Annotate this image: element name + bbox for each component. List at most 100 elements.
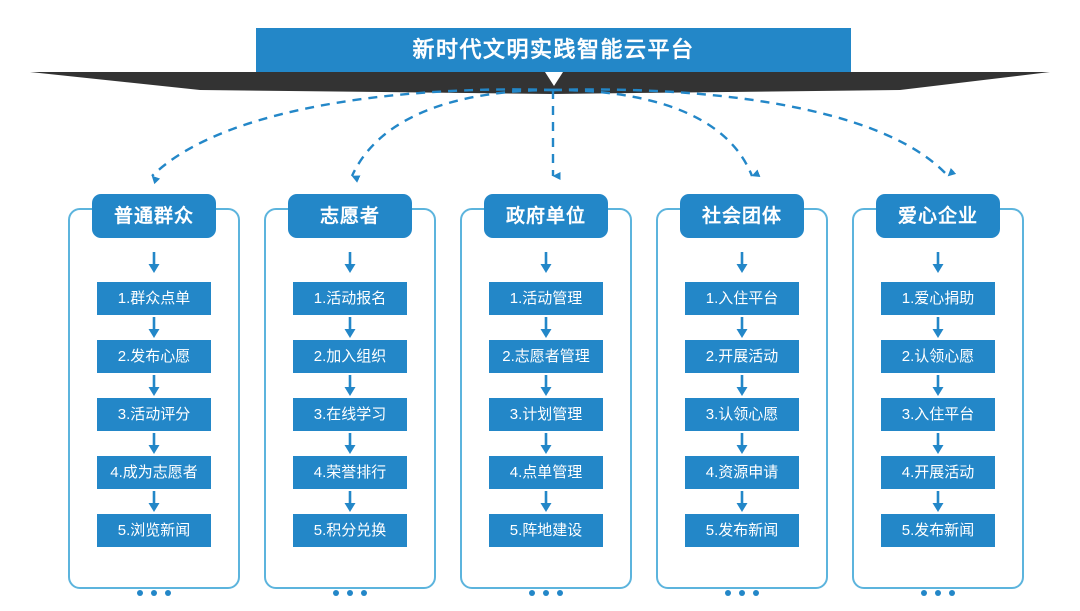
flow-stack: 1.活动管理 2.志愿者管理 3.计划管理 4.点单管理 5.阵地建设 bbox=[462, 210, 630, 596]
arrow-down-icon bbox=[735, 433, 749, 455]
flow-step[interactable]: 1.群众点单 bbox=[97, 282, 211, 315]
page-title: 新时代文明实践智能云平台 bbox=[412, 37, 695, 62]
arrow-down-icon bbox=[147, 375, 161, 397]
arrow-down-icon bbox=[539, 317, 553, 339]
more-items-ellipsis bbox=[685, 586, 799, 600]
flow-step-label: 4.开展活动 bbox=[901, 464, 975, 481]
flow-step-label: 5.积分兑换 bbox=[313, 522, 387, 539]
flow-step-label: 5.发布新闻 bbox=[705, 522, 779, 539]
flow-step[interactable]: 4.成为志愿者 bbox=[97, 456, 211, 489]
flow-step[interactable]: 4.荣誉排行 bbox=[293, 456, 407, 489]
flow-step[interactable]: 2.发布心愿 bbox=[97, 340, 211, 373]
flow-step-label: 1.入住平台 bbox=[705, 290, 779, 307]
role-header-label: 爱心企业 bbox=[897, 205, 978, 227]
chevron-down-icon bbox=[545, 72, 563, 86]
role-card-government[interactable]: 1.活动管理 2.志愿者管理 3.计划管理 4.点单管理 5.阵地建设 bbox=[460, 208, 632, 596]
arrow-down-icon bbox=[147, 317, 161, 339]
banner-bar: 新时代文明实践智能云平台 bbox=[256, 28, 851, 72]
arrow-down-icon bbox=[735, 317, 749, 339]
flow-step-label: 2.发布心愿 bbox=[117, 348, 191, 365]
arrow-down-icon bbox=[931, 252, 945, 274]
flow-step[interactable]: 3.计划管理 bbox=[489, 398, 603, 431]
arrow-down-icon bbox=[343, 252, 357, 274]
arrow-down-icon bbox=[931, 491, 945, 513]
role-card-public[interactable]: 1.群众点单 2.发布心愿 3.活动评分 4.成为志愿者 5.浏览新闻 bbox=[68, 208, 240, 596]
flow-step-label: 3.在线学习 bbox=[313, 406, 387, 423]
flow-step-label: 1.活动管理 bbox=[509, 290, 583, 307]
role-card-volunteer[interactable]: 1.活动报名 2.加入组织 3.在线学习 4.荣誉排行 5.积分兑换 bbox=[264, 208, 436, 596]
arrow-down-icon bbox=[735, 375, 749, 397]
flow-step-label: 4.点单管理 bbox=[509, 464, 583, 481]
flow-step[interactable]: 5.阵地建设 bbox=[489, 514, 603, 547]
flow-step[interactable]: 5.积分兑换 bbox=[293, 514, 407, 547]
flow-step[interactable]: 4.点单管理 bbox=[489, 456, 603, 489]
flow-step[interactable]: 2.志愿者管理 bbox=[489, 340, 603, 373]
flow-step-label: 2.开展活动 bbox=[705, 348, 779, 365]
flow-step-label: 5.阵地建设 bbox=[509, 522, 583, 539]
flow-stack: 1.爱心捐助 2.认领心愿 3.入住平台 4.开展活动 5.发布新闻 bbox=[854, 210, 1022, 596]
arrow-down-icon bbox=[539, 433, 553, 455]
role-header-label: 普通群众 bbox=[113, 205, 194, 227]
flow-step-label: 3.活动评分 bbox=[117, 406, 191, 423]
flow-step[interactable]: 3.活动评分 bbox=[97, 398, 211, 431]
role-header-government[interactable]: 政府单位 bbox=[484, 194, 608, 238]
flow-step[interactable]: 1.爱心捐助 bbox=[881, 282, 995, 315]
arrow-down-icon bbox=[539, 491, 553, 513]
flow-stack: 1.活动报名 2.加入组织 3.在线学习 4.荣誉排行 5.积分兑换 bbox=[266, 210, 434, 596]
flow-step[interactable]: 2.加入组织 bbox=[293, 340, 407, 373]
flow-step[interactable]: 2.认领心愿 bbox=[881, 340, 995, 373]
arrow-down-icon bbox=[147, 491, 161, 513]
flow-step[interactable]: 3.认领心愿 bbox=[685, 398, 799, 431]
arrow-down-icon bbox=[147, 433, 161, 455]
flow-step[interactable]: 2.开展活动 bbox=[685, 340, 799, 373]
role-card-enterprise[interactable]: 1.爱心捐助 2.认领心愿 3.入住平台 4.开展活动 5.发布新闻 bbox=[852, 208, 1024, 596]
arrow-down-icon bbox=[343, 375, 357, 397]
flow-step[interactable]: 5.浏览新闻 bbox=[97, 514, 211, 547]
flow-step[interactable]: 5.发布新闻 bbox=[685, 514, 799, 547]
role-card-social-group[interactable]: 1.入住平台 2.开展活动 3.认领心愿 4.资源申请 5.发布新闻 bbox=[656, 208, 828, 596]
arrow-down-icon bbox=[343, 433, 357, 455]
arrow-down-icon bbox=[735, 252, 749, 274]
arrow-down-icon bbox=[343, 491, 357, 513]
more-items-ellipsis bbox=[97, 586, 211, 600]
arrow-down-icon bbox=[735, 491, 749, 513]
arrow-down-icon bbox=[931, 433, 945, 455]
role-header-enterprise[interactable]: 爱心企业 bbox=[876, 194, 1000, 238]
flow-step-label: 1.爱心捐助 bbox=[901, 290, 975, 307]
flow-step[interactable]: 1.活动管理 bbox=[489, 282, 603, 315]
flow-step[interactable]: 3.入住平台 bbox=[881, 398, 995, 431]
flow-step-label: 3.认领心愿 bbox=[705, 406, 779, 423]
flow-step-label: 1.活动报名 bbox=[313, 290, 387, 307]
role-header-volunteer[interactable]: 志愿者 bbox=[288, 194, 412, 238]
flow-step[interactable]: 3.在线学习 bbox=[293, 398, 407, 431]
flow-step[interactable]: 4.资源申请 bbox=[685, 456, 799, 489]
flow-step-label: 2.认领心愿 bbox=[901, 348, 975, 365]
flow-step-label: 5.发布新闻 bbox=[901, 522, 975, 539]
flow-step[interactable]: 5.发布新闻 bbox=[881, 514, 995, 547]
flow-stack: 1.群众点单 2.发布心愿 3.活动评分 4.成为志愿者 5.浏览新闻 bbox=[70, 210, 238, 596]
role-header-label: 政府单位 bbox=[505, 205, 586, 227]
role-header-social-group[interactable]: 社会团体 bbox=[680, 194, 804, 238]
flow-step-label: 5.浏览新闻 bbox=[117, 522, 191, 539]
flow-step-label: 4.成为志愿者 bbox=[110, 464, 198, 481]
flow-step[interactable]: 1.活动报名 bbox=[293, 282, 407, 315]
more-items-ellipsis bbox=[293, 586, 407, 600]
arrow-down-icon bbox=[931, 317, 945, 339]
platform-banner: 新时代文明实践智能云平台 bbox=[256, 28, 851, 72]
role-header-public[interactable]: 普通群众 bbox=[92, 194, 216, 238]
more-items-ellipsis bbox=[489, 586, 603, 600]
flow-step-label: 1.群众点单 bbox=[117, 290, 191, 307]
flow-step-label: 3.计划管理 bbox=[509, 406, 583, 423]
arrow-down-icon bbox=[539, 252, 553, 274]
flow-step[interactable]: 4.开展活动 bbox=[881, 456, 995, 489]
more-items-ellipsis bbox=[881, 586, 995, 600]
flow-step[interactable]: 1.入住平台 bbox=[685, 282, 799, 315]
arrow-down-icon bbox=[539, 375, 553, 397]
role-header-label: 志愿者 bbox=[319, 205, 380, 227]
flow-step-label: 3.入住平台 bbox=[901, 406, 975, 423]
arrow-down-icon bbox=[343, 317, 357, 339]
flow-step-label: 4.荣誉排行 bbox=[313, 464, 387, 481]
arrow-down-icon bbox=[931, 375, 945, 397]
